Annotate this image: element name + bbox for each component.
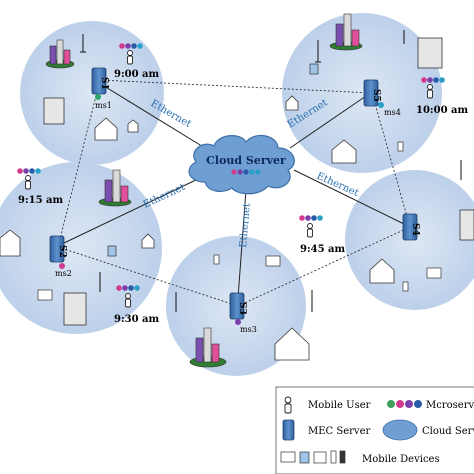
time-s4: 9:45 am: [300, 244, 346, 255]
mec-server-s2: S2 ms2: [49, 235, 72, 278]
ms-label-s5: ms4: [384, 108, 401, 117]
tower-icon: [80, 30, 462, 312]
user-icon: [307, 223, 313, 238]
cloud-label: Cloud Server: [206, 154, 286, 167]
mobile-user-s5: 10:00 am: [416, 77, 468, 116]
microservice-dots-icon: [299, 215, 323, 221]
mec-server-s3: S3 ms3: [229, 292, 257, 334]
ethernet-label-s3: Ethernet: [238, 203, 253, 249]
time-s2-b: 9:30 am: [114, 314, 160, 325]
city-cluster-icon: [329, 13, 363, 51]
city-cluster-icon: [98, 169, 132, 207]
mec-server-s4: S4: [402, 213, 420, 241]
legend-server-icon: [282, 419, 295, 441]
cloud-server: Cloud Server: [188, 134, 295, 195]
ms-label-s2: ms2: [55, 269, 72, 278]
mec-server-s5: S5 ms4: [363, 79, 401, 117]
user-icon: [25, 175, 31, 190]
server-label-s3: S3: [237, 302, 247, 315]
mobile-user-s2-bottom: 9:30 am: [114, 285, 160, 325]
mec-server-s1: S1 ms1: [91, 67, 112, 110]
server-label-s4: S4: [410, 223, 420, 236]
ethernet-links: [63, 85, 405, 299]
mobile-user-s2-top: 9:15 am: [17, 168, 64, 206]
ethernet-label-s2: Ethernet: [142, 182, 187, 211]
mobile-user-s4: 9:45 am: [299, 215, 346, 255]
office-building-icon: [43, 37, 474, 326]
legend-microservice-icon: [387, 400, 422, 408]
microservice-dots-icon: [116, 285, 140, 291]
microservice-dots-icon: [421, 77, 445, 83]
microservice-dots-icon: [119, 43, 143, 49]
city-cluster-icon: [45, 39, 75, 69]
time-s2-a: 9:15 am: [18, 195, 64, 206]
legend-mobile-user: Mobile User: [308, 400, 371, 411]
microservice-dots-icon: [17, 168, 41, 174]
user-icon: [427, 84, 433, 99]
legend-cloud-icon: [382, 419, 418, 441]
server-label-s1: S1: [99, 77, 109, 90]
cloud-microservice-dots: [231, 169, 261, 175]
server-mesh-links: [57, 79, 411, 307]
legend-cloud-server: Cloud Serv: [422, 426, 474, 437]
city-cluster-icon: [189, 327, 227, 368]
cloud-icon: [188, 134, 295, 195]
ms-label-s3: ms3: [240, 325, 257, 334]
ethernet-label-s4: Ethernet: [315, 171, 360, 199]
ms-label-s1: ms1: [95, 101, 112, 110]
legend-mec-server: MEC Server: [308, 426, 370, 437]
cell-s5: [282, 13, 442, 173]
server-label-s2: S2: [57, 245, 67, 258]
legend-user-icon: [284, 396, 292, 414]
legend-microservice: Mcroservi: [426, 400, 474, 411]
legend-mobile-devices: Mobile Devices: [362, 454, 440, 465]
legend-devices-icon: [280, 450, 346, 464]
legend: Mobile User Mcroservi MEC Server Cloud S…: [275, 386, 474, 474]
user-icon: [125, 293, 131, 308]
time-s5: 10:00 am: [416, 105, 468, 116]
user-icon: [127, 50, 133, 65]
mobile-user-s1: 9:00 am: [114, 43, 160, 80]
time-s1: 9:00 am: [114, 69, 160, 80]
server-label-s5: S5: [371, 89, 381, 102]
device-icon: [37, 63, 442, 301]
house-icon: [0, 95, 395, 361]
